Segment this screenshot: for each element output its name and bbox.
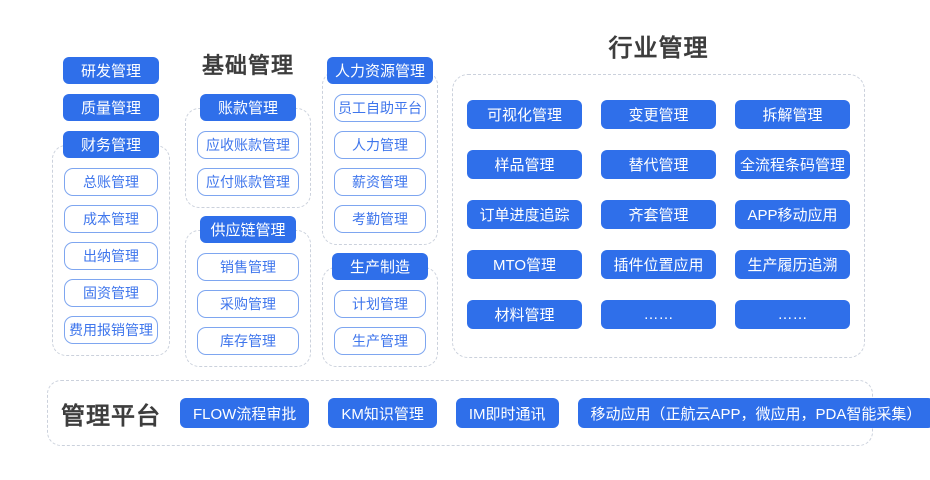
- hr-production-column: 人力资源管理 员工自助平台 人力管理 薪资管理 考勤管理 生产制造 计划管理 生…: [322, 57, 438, 367]
- production-items-box: 计划管理 生产管理: [322, 267, 438, 367]
- chip-component-placement: 插件位置应用: [601, 250, 716, 279]
- chip-accounts-management: 账款管理: [200, 94, 296, 121]
- chip-app-mobile-application: APP移动应用: [735, 200, 850, 229]
- production-group: 生产制造 计划管理 生产管理: [322, 253, 438, 367]
- chip-order-progress-tracking: 订单进度追踪: [467, 200, 582, 229]
- chip-hr-resources-management: 人力资源管理: [326, 57, 433, 84]
- industry-management-section: 行业管理 可视化管理 变更管理 拆解管理 样品管理 替代管理 全流程条码管理 订…: [452, 36, 865, 358]
- hr-group: 人力资源管理 员工自助平台 人力管理 薪资管理 考勤管理: [322, 57, 438, 245]
- chip-expense-reimbursement: 费用报销管理: [64, 316, 158, 344]
- chip-sample-management: 样品管理: [467, 150, 582, 179]
- chip-kitting-management: 齐套管理: [601, 200, 716, 229]
- chip-visualization-management: 可视化管理: [467, 100, 582, 129]
- finance-items-box: 总账管理 成本管理 出纳管理 固资管理 费用报销管理: [52, 145, 170, 356]
- supply-chain-group: 供应链管理 销售管理 采购管理 库存管理: [185, 216, 311, 367]
- chip-change-management: 变更管理: [601, 100, 716, 129]
- chip-quality-management: 质量管理: [63, 94, 159, 121]
- chip-cost-management: 成本管理: [64, 205, 158, 233]
- chip-full-process-barcode: 全流程条码管理: [735, 150, 850, 179]
- accounts-items-box: 应收账款管理 应付账款管理: [185, 108, 311, 208]
- chip-employee-self-service: 员工自助平台: [334, 94, 426, 122]
- chip-mobile-applications: 移动应用（正航云APP，微应用，PDA智能采集）: [577, 398, 930, 428]
- chip-supply-chain-management: 供应链管理: [200, 216, 296, 243]
- base-management-title: 基础管理: [201, 53, 294, 78]
- chip-hr-management: 人力管理: [334, 131, 426, 159]
- chip-production-management: 生产管理: [334, 327, 426, 355]
- chip-attendance-management: 考勤管理: [334, 205, 426, 233]
- chip-payroll-management: 薪资管理: [334, 168, 426, 196]
- chip-cashier-management: 出纳管理: [64, 242, 158, 270]
- chip-production-manufacturing: 生产制造: [332, 253, 428, 280]
- chip-mto-management: MTO管理: [467, 250, 582, 279]
- platform-title: 管理平台: [61, 402, 161, 430]
- industry-items-box: 可视化管理 变更管理 拆解管理 样品管理 替代管理 全流程条码管理 订单进度追踪…: [452, 74, 865, 358]
- chip-accounts-receivable: 应收账款管理: [197, 131, 299, 159]
- accounts-group: 账款管理 应收账款管理 应付账款管理: [185, 94, 311, 208]
- chip-km-knowledge: KM知识管理: [328, 398, 437, 428]
- chip-ellipsis-1: ……: [601, 300, 716, 329]
- chip-disassembly-management: 拆解管理: [735, 100, 850, 129]
- chip-fixed-assets: 固资管理: [64, 279, 158, 307]
- chip-accounts-payable: 应付账款管理: [197, 168, 299, 196]
- chip-planning-management: 计划管理: [334, 290, 426, 318]
- supply-chain-items-box: 销售管理 采购管理 库存管理: [185, 230, 311, 367]
- chip-im-messaging: IM即时通讯: [455, 398, 559, 428]
- management-platform-bar: 管理平台 FLOW流程审批 KM知识管理 IM即时通讯 移动应用（正航云APP，…: [47, 380, 930, 446]
- chip-substitute-management: 替代管理: [601, 150, 716, 179]
- chip-ellipsis-2: ……: [735, 300, 850, 329]
- chip-inventory-management: 库存管理: [197, 327, 299, 355]
- chip-production-history-trace: 生产履历追溯: [735, 250, 850, 279]
- chip-finance-management: 财务管理: [63, 131, 159, 158]
- chip-material-management: 材料管理: [467, 300, 582, 329]
- chip-rd-management: 研发管理: [63, 57, 159, 84]
- hr-items-box: 员工自助平台 人力管理 薪资管理 考勤管理: [322, 71, 438, 245]
- chip-general-ledger: 总账管理: [64, 168, 158, 196]
- chip-purchasing-management: 采购管理: [197, 290, 299, 318]
- chip-flow-approval: FLOW流程审批: [180, 398, 310, 428]
- industry-management-title: 行业管理: [608, 35, 709, 62]
- left-column: 研发管理 质量管理 财务管理 总账管理 成本管理 出纳管理 固资管理 费用报销管…: [52, 57, 170, 356]
- base-management-column: 基础管理 账款管理 应收账款管理 应付账款管理 供应链管理 销售管理 采购管理 …: [185, 53, 311, 367]
- finance-group: 财务管理 总账管理 成本管理 出纳管理 固资管理 费用报销管理: [52, 131, 170, 356]
- chip-sales-management: 销售管理: [197, 253, 299, 281]
